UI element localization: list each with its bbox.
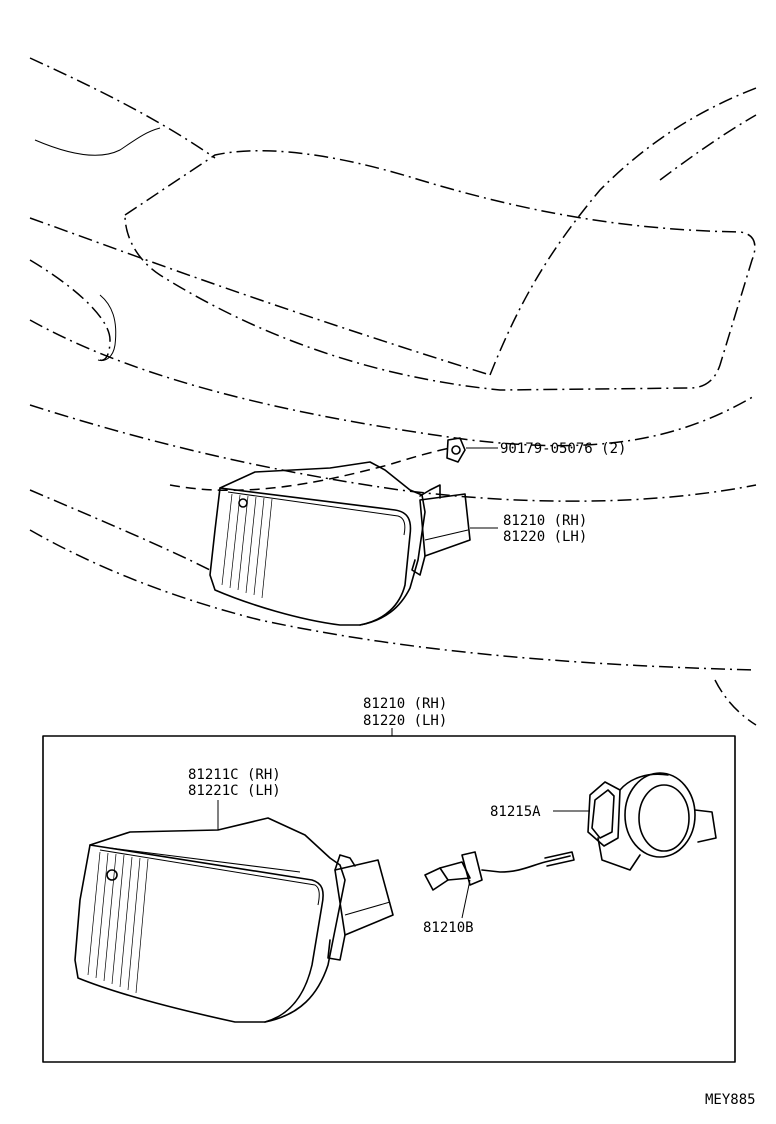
drawing-code: MEY885	[705, 1092, 756, 1108]
mounting-bolt	[446, 437, 466, 463]
lens-rh-part-number: 81211C (RH)	[188, 767, 281, 783]
fog-lamp-rh-part-number: 81210 (RH)	[503, 513, 587, 529]
exploded-view-frame	[42, 735, 736, 1063]
bulb-socket	[587, 772, 717, 871]
fog-lamp-lens-unit	[74, 817, 394, 1023]
bolt-part-number: 90179-05076 (2)	[500, 441, 626, 457]
mounting-screw-hole-upper	[238, 498, 248, 508]
socket-part-number: 81215A	[490, 804, 541, 820]
halogen-bulb	[424, 851, 575, 919]
fog-lamp-lh-part-number: 81220 (LH)	[503, 529, 587, 545]
fog-lamp-assembly-installed	[209, 437, 471, 626]
box-lh-part-number: 81220 (LH)	[363, 713, 447, 729]
lens-hatching-lower	[87, 851, 149, 994]
bulb-part-number: 81210B	[423, 920, 474, 936]
mounting-screw-hole-lower	[106, 869, 118, 881]
leader-lines-upper	[466, 447, 498, 529]
box-rh-part-number: 81210 (RH)	[363, 696, 447, 712]
lens-hatching-upper	[221, 493, 273, 599]
lens-lh-part-number: 81221C (LH)	[188, 783, 281, 799]
vehicle-body-outline	[29, 57, 757, 726]
